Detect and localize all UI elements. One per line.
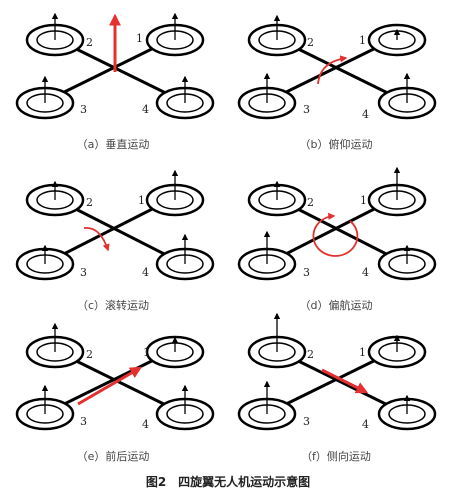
rotor-3 bbox=[15, 384, 75, 431]
rotor-4 bbox=[377, 244, 437, 281]
rotor-label-4: 4 bbox=[142, 418, 149, 431]
rotor-4 bbox=[155, 75, 215, 120]
rotor-label-1: 1 bbox=[359, 34, 366, 47]
arm-2-4 bbox=[57, 198, 181, 264]
panel-caption: （f）侧向运动 bbox=[301, 449, 371, 463]
rotor-label-1: 1 bbox=[360, 194, 367, 207]
rotor-1 bbox=[145, 12, 205, 57]
forward-motion-arrow bbox=[77, 366, 143, 406]
rotor-label-3: 3 bbox=[80, 415, 87, 428]
rotor-2 bbox=[25, 322, 85, 369]
rotor-label-1: 1 bbox=[359, 346, 366, 359]
rotor-label-2: 2 bbox=[86, 196, 93, 209]
rotor-label-2: 2 bbox=[307, 36, 314, 49]
panel-b: 2 1 3 4 （b）俯仰运动 bbox=[237, 14, 437, 151]
rotor-2 bbox=[25, 12, 85, 57]
figure-title: 图2 四旋翼无人机运动示意图 bbox=[146, 474, 310, 489]
rotor-label-3: 3 bbox=[80, 103, 87, 116]
rotor-label-1: 1 bbox=[143, 346, 150, 359]
panel-c: 2 1 3 4 （c）滚转运动 bbox=[15, 169, 215, 312]
panel-caption: （c）滚转运动 bbox=[77, 298, 149, 312]
panel-d: 2 1 3 4 （d）偏航运动 bbox=[237, 166, 437, 312]
rotor-2 bbox=[25, 180, 85, 217]
rotor-label-1: 1 bbox=[136, 32, 143, 45]
panel-f: 2 1 3 4 （f）侧向运动 bbox=[237, 312, 437, 463]
panel-caption: （b）俯仰运动 bbox=[300, 137, 373, 151]
panel-a: 2 1 3 4 （a）垂直运动 bbox=[15, 12, 215, 151]
rotor-label-4: 4 bbox=[362, 418, 369, 431]
rotor-3 bbox=[15, 75, 75, 120]
arm-1-3 bbox=[47, 38, 171, 102]
rotor-label-3: 3 bbox=[80, 266, 87, 279]
arm-2-4 bbox=[279, 38, 403, 102]
yaw-rotation-circle bbox=[312, 212, 359, 257]
panel-e: 2 1 3 4 （e）前后运动 bbox=[15, 322, 215, 463]
rotor-1 bbox=[367, 23, 427, 57]
panel-caption: （e）前后运动 bbox=[77, 449, 150, 463]
rotor-label-3: 3 bbox=[303, 266, 310, 279]
arm-1-3 bbox=[47, 198, 171, 264]
rotor-label-4: 4 bbox=[142, 266, 149, 279]
rotor-1 bbox=[145, 335, 205, 369]
arm-2-4 bbox=[57, 350, 181, 414]
rotor-3 bbox=[237, 230, 297, 281]
rotor-label-2: 2 bbox=[307, 348, 314, 361]
rotor-2 bbox=[247, 180, 307, 217]
rotor-1 bbox=[367, 166, 427, 217]
rotor-label-1: 1 bbox=[138, 194, 145, 207]
rotor-3 bbox=[15, 244, 75, 281]
rotor-label-2: 2 bbox=[86, 36, 93, 49]
panel-caption: （a）垂直运动 bbox=[77, 137, 150, 151]
rotor-label-4: 4 bbox=[362, 108, 369, 121]
arm-1-3 bbox=[269, 350, 393, 414]
rotor-label-3: 3 bbox=[303, 103, 310, 116]
panel-caption: （d）偏航运动 bbox=[300, 298, 373, 312]
rotor-4 bbox=[377, 72, 437, 120]
rotor-4 bbox=[155, 384, 215, 431]
rotor-label-3: 3 bbox=[303, 415, 310, 428]
pitch-rotation-arrow bbox=[317, 55, 348, 85]
rotor-label-2: 2 bbox=[307, 196, 314, 209]
rotor-2 bbox=[247, 14, 307, 57]
arm-1-3 bbox=[269, 198, 393, 264]
rotor-2 bbox=[247, 312, 307, 369]
rotor-label-2: 2 bbox=[86, 348, 93, 361]
rotor-4 bbox=[155, 233, 215, 281]
rotor-label-4: 4 bbox=[362, 266, 369, 279]
lateral-motion-arrow bbox=[321, 368, 369, 394]
roll-rotation-arrow bbox=[83, 227, 110, 252]
arm-1-3 bbox=[47, 350, 171, 414]
rotor-1 bbox=[367, 334, 427, 369]
rotor-1 bbox=[145, 169, 205, 217]
rotor-3 bbox=[237, 380, 297, 431]
rotor-4 bbox=[377, 394, 437, 431]
arm-2-4 bbox=[279, 350, 403, 414]
rotor-label-4: 4 bbox=[142, 103, 149, 116]
arm-1-3 bbox=[269, 38, 393, 102]
rotor-3 bbox=[237, 72, 297, 120]
arm-2-4 bbox=[57, 38, 181, 102]
arm-2-4 bbox=[279, 198, 403, 264]
